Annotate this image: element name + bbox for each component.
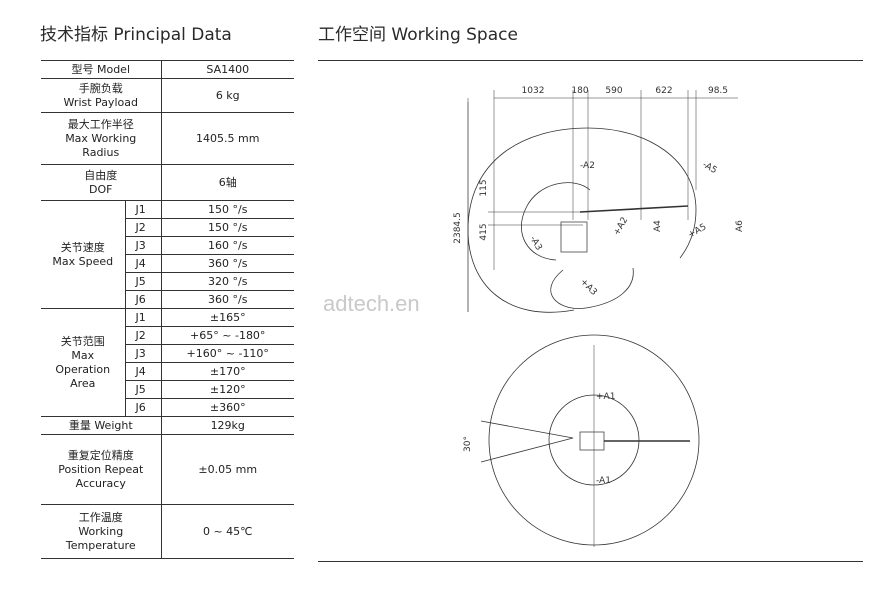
speed-value: 360 °/s xyxy=(161,290,294,309)
axis-label-a1-neg: -A1 xyxy=(596,476,611,486)
axis-label-a6: A6 xyxy=(735,220,745,232)
dim-180: 180 xyxy=(571,86,588,96)
speed-row: J3 160 °/s xyxy=(41,236,294,255)
working-space-top-rule xyxy=(318,60,863,61)
range-row: J5 ±120° xyxy=(41,380,294,399)
speed-row: J2 150 °/s xyxy=(41,218,294,237)
dof-value: 6轴 xyxy=(161,164,294,201)
model-value: SA1400 xyxy=(161,60,294,79)
range-row: J2 +65° ~ -180° xyxy=(41,326,294,345)
range-value: +160° ~ -110° xyxy=(161,344,294,363)
axis-label-a5-pos: +A5 xyxy=(687,222,709,240)
weight-row: 重量 Weight 129kg xyxy=(41,416,294,435)
dim-98-5: 98.5 xyxy=(708,86,728,96)
working-space-title: 工作空间 Working Space xyxy=(318,25,518,45)
dim-1032: 1032 xyxy=(522,86,545,96)
range-value: ±170° xyxy=(161,362,294,381)
top-view-excluded-sector xyxy=(480,420,574,463)
speed-joint: J6 xyxy=(125,290,162,309)
robot-arm-side xyxy=(579,205,689,213)
speed-row: J6 360 °/s xyxy=(41,290,294,309)
range-value: ±165° xyxy=(161,308,294,327)
angle-30-label: 30° xyxy=(463,436,473,452)
dim-622: 622 xyxy=(655,86,672,96)
axis-label-a2-neg: -A2 xyxy=(580,161,595,171)
speed-row: J4 360 °/s xyxy=(41,254,294,273)
robot-base-top xyxy=(579,431,605,451)
top-dimension-labels: 1032 180 590 622 98.5 xyxy=(522,86,728,96)
repeat-value: ±0.05 mm xyxy=(161,434,294,505)
speed-joint: J4 xyxy=(125,254,162,273)
range-joint: J1 xyxy=(125,308,162,327)
axis-label-a3-pos: +A3 xyxy=(578,277,599,298)
speed-joint: J2 xyxy=(125,218,162,237)
range-joint: J3 xyxy=(125,344,162,363)
axis-label-a4: A4 xyxy=(653,220,663,232)
range-row: J3 +160° ~ -110° xyxy=(41,344,294,363)
dim-415-label: 415 xyxy=(479,223,489,240)
speed-row: J5 320 °/s xyxy=(41,272,294,291)
range-joint: J6 xyxy=(125,398,162,417)
speed-value: 160 °/s xyxy=(161,236,294,255)
temp-value: 0 ~ 45℃ xyxy=(161,504,294,559)
range-value: +65° ~ -180° xyxy=(161,326,294,345)
robot-base-side xyxy=(560,221,588,253)
speed-value: 320 °/s xyxy=(161,272,294,291)
weight-value: 129kg xyxy=(161,416,294,435)
radius-value: 1405.5 mm xyxy=(161,112,294,165)
working-space-bottom-rule xyxy=(318,561,863,562)
axis-label-a5-neg: -A5 xyxy=(701,160,719,176)
range-joint: J4 xyxy=(125,362,162,381)
side-view-envelope xyxy=(467,127,697,313)
weight-label: 重量 Weight xyxy=(41,416,162,435)
speed-joint: J1 xyxy=(125,200,162,219)
axis-label-a3-neg: -A3 xyxy=(527,235,543,253)
speed-value: 360 °/s xyxy=(161,254,294,273)
dim-height-label: 2384.5 xyxy=(453,212,463,244)
axis-label-a2-pos: +A2 xyxy=(612,216,630,238)
model-row: 型号 Model SA1400 xyxy=(41,60,294,79)
dim-115-label: 115 xyxy=(479,179,489,196)
range-joint: J2 xyxy=(125,326,162,345)
payload-value: 6 kg xyxy=(161,78,294,113)
speed-joint: J3 xyxy=(125,236,162,255)
model-label: 型号 Model xyxy=(41,60,162,79)
speed-value: 150 °/s xyxy=(161,200,294,219)
watermark: adtech.en xyxy=(323,291,420,316)
speed-value: 150 °/s xyxy=(161,218,294,237)
axis-label-a1-pos: +A1 xyxy=(596,392,615,402)
working-space-diagram: 1032 180 590 622 98.5 2384.5 115 415 -A2… xyxy=(323,86,745,547)
range-row: J4 ±170° xyxy=(41,362,294,381)
speed-joint: J5 xyxy=(125,272,162,291)
range-joint: J5 xyxy=(125,380,162,399)
dim-590: 590 xyxy=(605,86,622,96)
principal-data-title: 技术指标 Principal Data xyxy=(40,25,232,45)
side-view-lower-arc xyxy=(550,267,634,309)
range-value: ±120° xyxy=(161,380,294,399)
side-view-inner-arc xyxy=(521,182,591,261)
range-value: ±360° xyxy=(161,398,294,417)
range-row: J6 ±360° xyxy=(41,398,294,417)
